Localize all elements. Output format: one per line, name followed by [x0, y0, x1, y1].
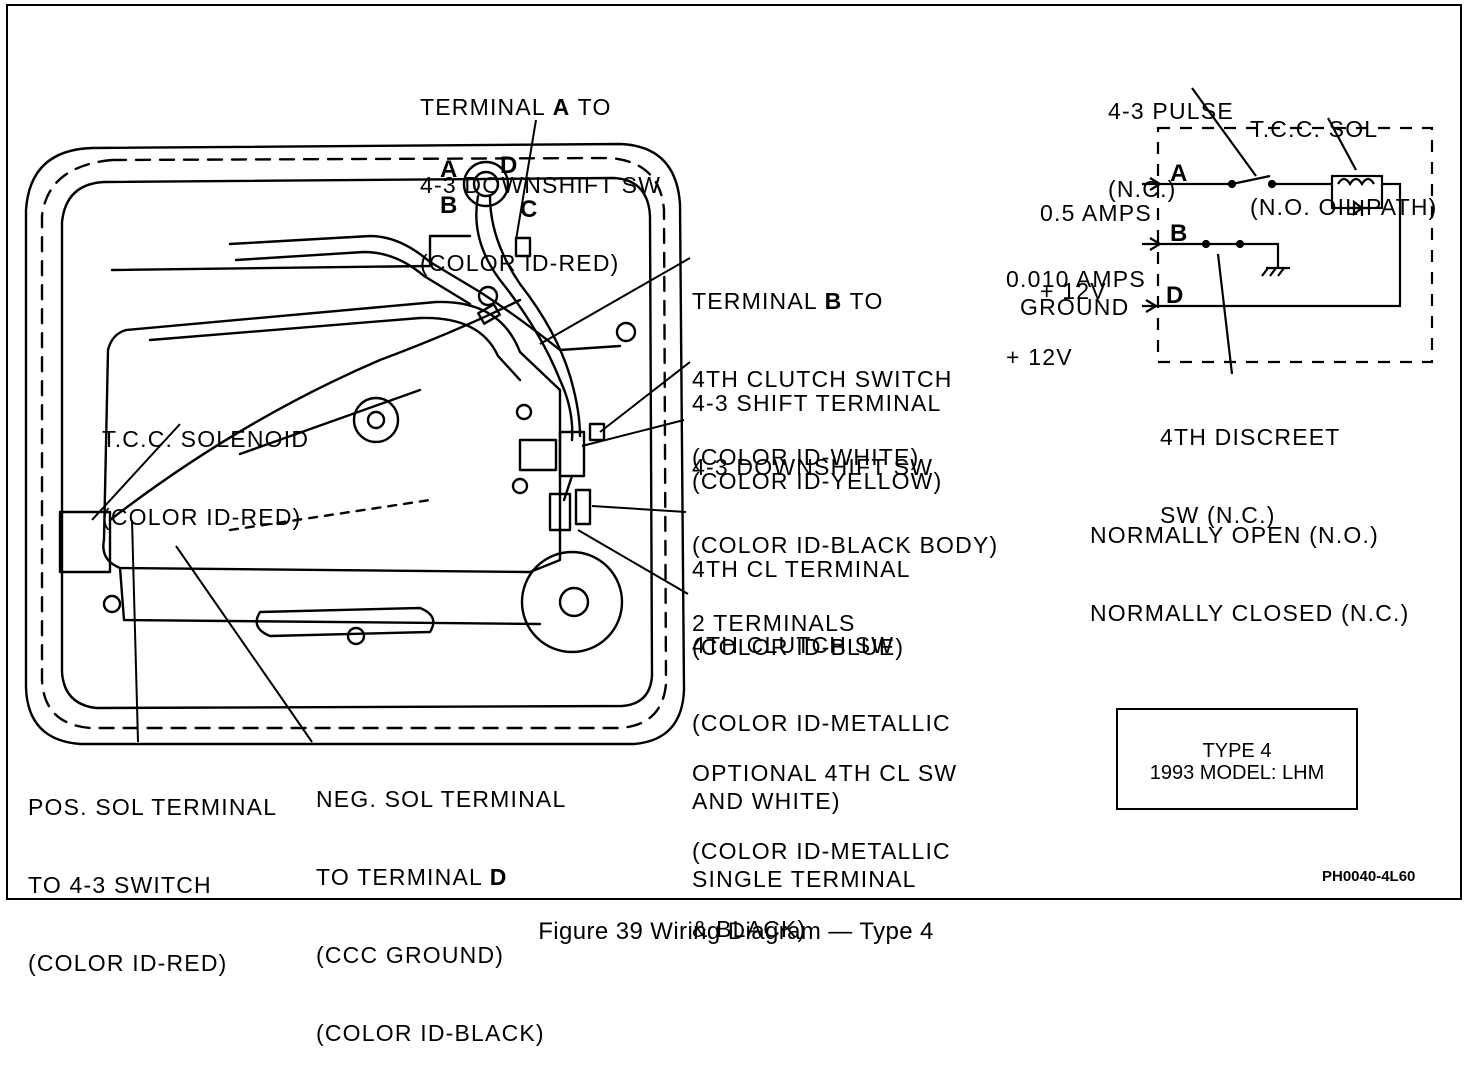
switch-discreet-contact-1: [1201, 239, 1211, 249]
pan-inner-outline: [60, 176, 654, 710]
leader-neg-sol: [175, 545, 313, 743]
connector-letter-c: C: [520, 196, 538, 223]
legend: NORMALLY OPEN (N.O.) NORMALLY CLOSED (N.…: [1090, 522, 1410, 626]
leader-terminal-b: [539, 257, 691, 345]
connector-letter-a: A: [440, 156, 458, 183]
switch-pulse-blade: [1231, 174, 1271, 186]
diagram-frame: [6, 4, 1462, 900]
bolt-7: [102, 594, 122, 614]
label-downshift-sw: 4-3 DOWNSHIFT SW (COLOR ID-BLACK BODY) 2…: [692, 454, 999, 636]
harness-clip: [514, 236, 532, 258]
harness-clip-2: [477, 303, 501, 325]
detail-lines: [228, 498, 432, 532]
wiring-artwork: [24, 87, 1434, 746]
label-amps-a: 0.5 AMPS + 12V: [1040, 200, 1152, 304]
detail-lines-2: [238, 388, 422, 456]
bolt-1: [352, 396, 400, 444]
schematic-terminal-a: A: [1170, 160, 1188, 187]
switch-cl-block: [548, 492, 572, 532]
label-cl-terminal: 4TH CL TERMINAL (COLOR ID-BLUE): [692, 556, 911, 660]
bolt-1-core: [366, 410, 386, 430]
harness-main-2: [488, 194, 582, 438]
leader-tcc-sol: [1327, 117, 1357, 171]
connector-letter-b: B: [440, 192, 458, 219]
switch-pulse-contact-2: [1267, 179, 1277, 189]
label-shift-terminal: 4-3 SHIFT TERMINAL (COLOR ID-YELLOW): [692, 390, 943, 494]
label-ground: GROUND: [1020, 294, 1130, 320]
leader-downshift-sw: [581, 419, 685, 447]
label-optional-sw: OPTIONAL 4TH CL SW (COLOR ID-METALLIC & …: [692, 760, 958, 942]
label-terminal-a: TERMINAL A TO 4-3 DOWNSHIFT SW (COLOR ID…: [420, 94, 662, 276]
connector-letter-d: D: [500, 152, 518, 179]
harness-main: [475, 194, 574, 442]
case-connector-inner: [472, 170, 500, 198]
leader-pos-sol: [131, 519, 139, 743]
label-tcc-solenoid: T.C.C. SOLENOID (COLOR ID-RED): [102, 426, 310, 530]
plate-bottom: [118, 566, 542, 626]
tcc-solenoid-block: [58, 510, 112, 574]
schematic-terminal-b: B: [1170, 220, 1188, 247]
leader-terminal-a: [515, 119, 537, 241]
label-tcc-sol: T.C.C. SOL (N.O. OIL PATH): [1250, 116, 1438, 220]
bracket-left: [110, 234, 472, 272]
label-clutch-sw: 4TH CLUTCH SW (COLOR ID-METALLIC AND WHI…: [692, 632, 951, 892]
leader-shift-terminal: [599, 361, 691, 433]
harness-branch-tcc: [108, 298, 522, 522]
bolt-4: [511, 477, 529, 495]
wire-return: [1142, 182, 1402, 308]
terminal-yellow: [588, 422, 606, 442]
leader-tcc-solenoid: [91, 423, 181, 521]
bolt-3: [515, 403, 533, 421]
label-pulse: 4-3 PULSE (N.C.): [1108, 98, 1234, 202]
arrow-a: [1149, 177, 1163, 191]
pan-dashed-edge: [40, 156, 668, 730]
case-connector: [462, 160, 510, 208]
tcc-sol-coil: [1337, 177, 1375, 187]
gear-core: [558, 586, 590, 618]
label-amps-b: 0.010 AMPS + 12V: [1006, 266, 1146, 370]
arrow-d: [1145, 299, 1159, 313]
switch-pulse-contact-1: [1227, 179, 1237, 189]
pan-outline: [24, 142, 686, 746]
valve-body-inner: [148, 316, 522, 382]
label-terminal-b: TERMINAL B TO 4TH CLUTCH SWITCH (COLOR I…: [692, 288, 953, 470]
bolt-6: [615, 321, 637, 343]
valve-body: [102, 300, 562, 574]
leader-pulse: [1191, 87, 1257, 177]
schematic-dashed-box: [1156, 126, 1434, 364]
figure-code: PH0040-4L60: [1322, 868, 1416, 885]
bolt-5: [477, 285, 499, 307]
schematic-terminal-d: D: [1166, 282, 1184, 309]
leader-clutch-sw: [577, 529, 689, 595]
type-box: TYPE 4 1993 MODEL: LHM: [1116, 708, 1358, 810]
tcc-sol-diode: [1348, 199, 1370, 217]
ground-symbol: [1261, 266, 1290, 277]
wire-b-ground: [1240, 242, 1280, 268]
label-neg-sol: NEG. SOL TERMINAL TO TERMINAL D (CCC GRO…: [316, 786, 567, 1046]
terminal-blue: [574, 488, 592, 526]
label-discreet: 4TH DISCREET SW (N.C.): [1160, 424, 1341, 528]
harness-branch-cl: [562, 474, 574, 502]
switch-aux-block: [518, 438, 558, 472]
leader-cl-terminal: [591, 505, 687, 513]
figure-caption: Figure 39 Wiring Diagram — Type 4: [538, 918, 934, 945]
gear-housing: [520, 550, 624, 654]
label-pos-sol: POS. SOL TERMINAL TO 4-3 SWITCH (COLOR I…: [28, 794, 278, 976]
tube-upper-2: [234, 250, 472, 306]
bolt-2: [346, 626, 366, 646]
leader-discreet: [1216, 253, 1234, 375]
arrow-b: [1149, 237, 1163, 251]
